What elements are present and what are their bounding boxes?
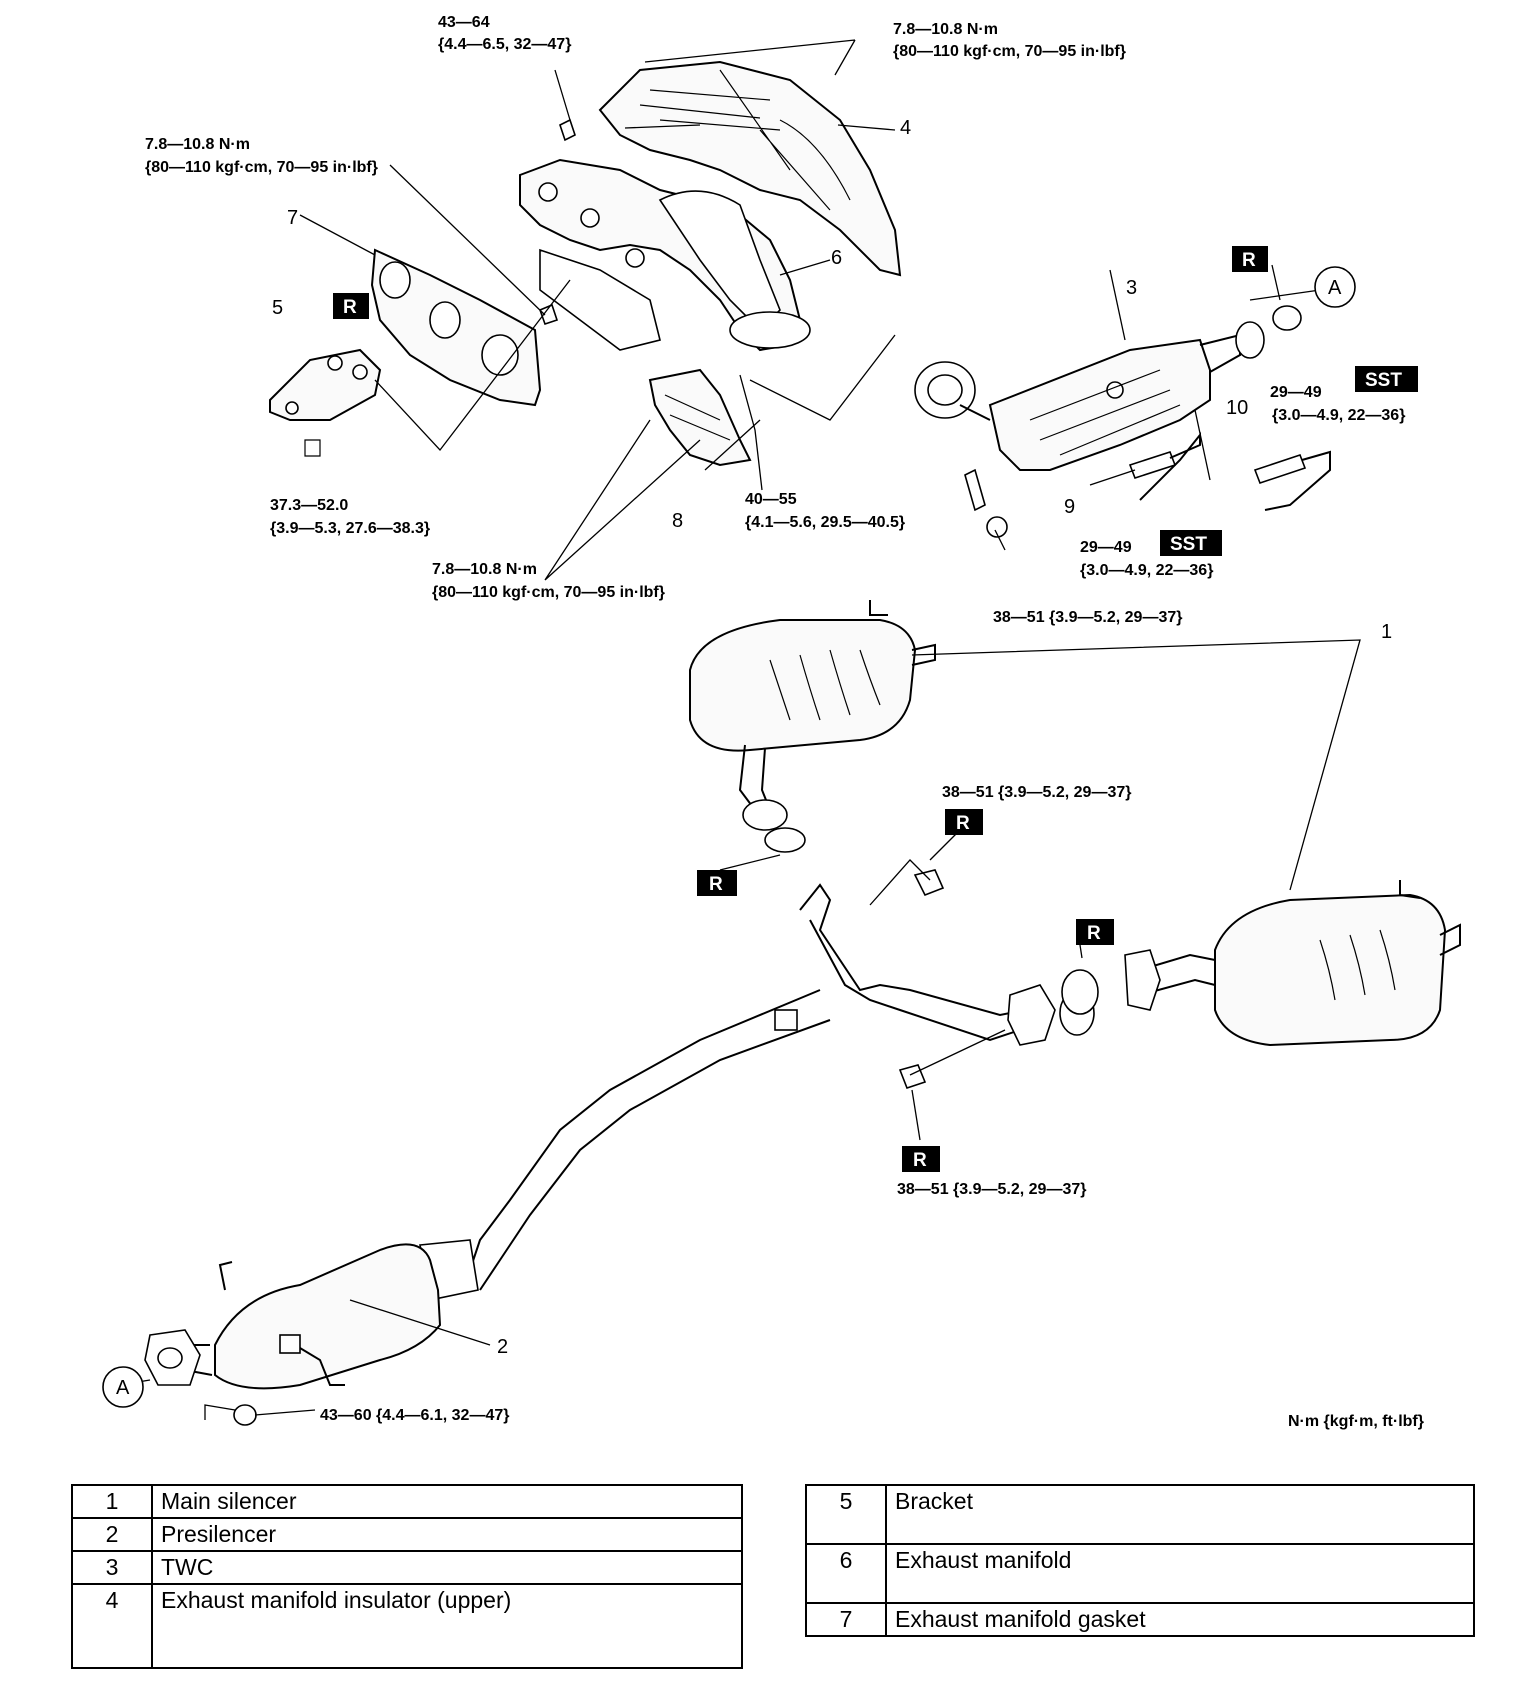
replace-badge-twc: R — [1232, 246, 1268, 272]
legend-number: 1 — [71, 1484, 153, 1519]
legend-part-name: Main silencer — [151, 1484, 743, 1519]
connector-a-lower: A — [102, 1366, 144, 1408]
exhaust-manifold-gasket — [370, 248, 542, 407]
torque-38-51-middle: 38—51 {3.9—5.2, 29—37} — [942, 784, 1131, 801]
torque-78-bottom: 7.8—10.8 N·m — [432, 561, 537, 578]
callout-numbers: 1 2 3 4 5 6 7 8 9 10 — [272, 117, 1392, 1358]
parts-legend-left: 1 Main silencer 2 Presilencer 3 TWC 4 Ex… — [71, 1484, 743, 1669]
legend-part-name: Exhaust manifold insulator (upper) — [151, 1583, 743, 1669]
legend-row: 7 Exhaust manifold gasket — [805, 1602, 1475, 1637]
exhaust-system-diagram: 43—64 {4.4—6.5, 32—47} 7.8—10.8 N·m {80—… — [102, 14, 1461, 1430]
legend-number: 4 — [71, 1583, 153, 1669]
callout-8: 8 — [672, 510, 683, 532]
callout-10: 10 — [1226, 397, 1248, 419]
callout-9: 9 — [1064, 496, 1075, 518]
callout-4: 4 — [900, 117, 911, 139]
svg-text:R: R — [1242, 250, 1256, 271]
front-oxygen-sensor — [1128, 432, 1201, 501]
replace-badge-silencer-gasket: R — [697, 870, 737, 896]
legend-row: 5 Bracket — [805, 1484, 1475, 1545]
svg-text:A: A — [116, 1377, 130, 1399]
legend-row: 1 Main silencer — [71, 1484, 743, 1519]
torque-78-left: 7.8—10.8 N·m — [145, 136, 250, 153]
presilencer — [144, 1243, 442, 1426]
replace-badge-manifold: R — [333, 293, 369, 319]
torque-78-left-detail: {80—110 kgf·cm, 70—95 in·lbf} — [145, 159, 378, 176]
sst-badge-lower: SST — [1160, 530, 1222, 556]
torque-29-49-lower: 29—49 — [1080, 539, 1132, 556]
svg-text:R: R — [709, 874, 723, 895]
callout-3: 3 — [1126, 277, 1137, 299]
torque-29-49-upper: 29—49 — [1270, 384, 1322, 401]
torque-40-55: 40—55 — [745, 491, 797, 508]
torque-373-520: 37.3—52.0 — [270, 497, 348, 514]
legend-part-name: TWC — [151, 1550, 743, 1585]
callout-6: 6 — [831, 247, 842, 269]
legend-row: 6 Exhaust manifold — [805, 1543, 1475, 1604]
torque-43-64: 43—64 — [438, 14, 490, 31]
main-silencer-lower — [1124, 880, 1461, 1047]
gaskets-and-nuts — [538, 118, 1099, 1089]
sst-badge-upper: SST — [1355, 366, 1418, 392]
legend-number: 2 — [71, 1517, 153, 1552]
front-pipe — [419, 883, 1095, 1301]
twc — [914, 305, 1302, 538]
exhaust-manifold — [519, 158, 811, 352]
svg-text:R: R — [913, 1150, 927, 1171]
torque-43-60: 43—60 {4.4—6.1, 32—47} — [320, 1407, 509, 1424]
svg-text:A: A — [1328, 277, 1342, 299]
replace-badge-rear-nut: R — [902, 1146, 940, 1172]
torque-38-51-lower: 38—51 {3.9—5.2, 29—37} — [897, 1181, 1086, 1198]
svg-text:R: R — [343, 297, 357, 318]
exhaust-manifold-insulator-lower — [648, 368, 752, 467]
callout-5: 5 — [272, 297, 283, 319]
torque-78-bottom-detail: {80—110 kgf·cm, 70—95 in·lbf} — [432, 584, 665, 601]
torque-labels: 43—64 {4.4—6.5, 32—47} 7.8—10.8 N·m {80—… — [145, 14, 1424, 1430]
callout-1: 1 — [1381, 621, 1392, 643]
torque-78-top-right: 7.8—10.8 N·m — [893, 21, 998, 38]
legend-part-name: Presilencer — [151, 1517, 743, 1552]
svg-text:R: R — [1087, 923, 1101, 944]
torque-43-64-detail: {4.4—6.5, 32—47} — [438, 36, 571, 53]
bracket — [269, 348, 382, 457]
legend-part-name: Exhaust manifold — [885, 1543, 1475, 1604]
replace-badge-front-nut: R — [945, 809, 983, 835]
legend-row: 4 Exhaust manifold insulator (upper) — [71, 1583, 743, 1669]
torque-373-520-detail: {3.9—5.3, 27.6—38.3} — [270, 520, 430, 537]
legend-number: 3 — [71, 1550, 153, 1585]
legend-part-name: Bracket — [885, 1484, 1475, 1545]
svg-text:SST: SST — [1170, 534, 1207, 555]
legend-number: 5 — [805, 1484, 887, 1545]
replace-badge-rear-gasket: R — [1076, 919, 1114, 945]
units-note: N·m {kgf·m, ft·lbf} — [1288, 1413, 1424, 1430]
torque-78-top-right-detail: {80—110 kgf·cm, 70—95 in·lbf} — [893, 43, 1126, 60]
svg-text:SST: SST — [1365, 370, 1402, 391]
connector-a-upper: A — [1314, 266, 1356, 308]
callout-7: 7 — [287, 207, 298, 229]
legend-part-name: Exhaust manifold gasket — [885, 1602, 1475, 1637]
legend-row: 2 Presilencer — [71, 1517, 743, 1552]
main-silencer-upper — [689, 600, 936, 853]
parts-legend-right: 5 Bracket 6 Exhaust manifold 7 Exhaust m… — [805, 1484, 1475, 1637]
svg-text:R: R — [956, 813, 970, 834]
callout-2: 2 — [497, 1336, 508, 1358]
torque-29-49-lower-detail: {3.0—4.9, 22—36} — [1080, 562, 1213, 579]
torque-40-55-detail: {4.1—5.6, 29.5—40.5} — [745, 514, 905, 531]
legend-number: 7 — [805, 1602, 887, 1637]
rear-oxygen-sensor — [1253, 450, 1331, 511]
legend-number: 6 — [805, 1543, 887, 1604]
torque-38-51-upper: 38—51 {3.9—5.2, 29—37} — [993, 609, 1182, 626]
legend-row: 3 TWC — [71, 1550, 743, 1585]
exhaust-manifold-insulator — [598, 60, 902, 277]
torque-29-49-upper-detail: {3.0—4.9, 22—36} — [1272, 407, 1405, 424]
